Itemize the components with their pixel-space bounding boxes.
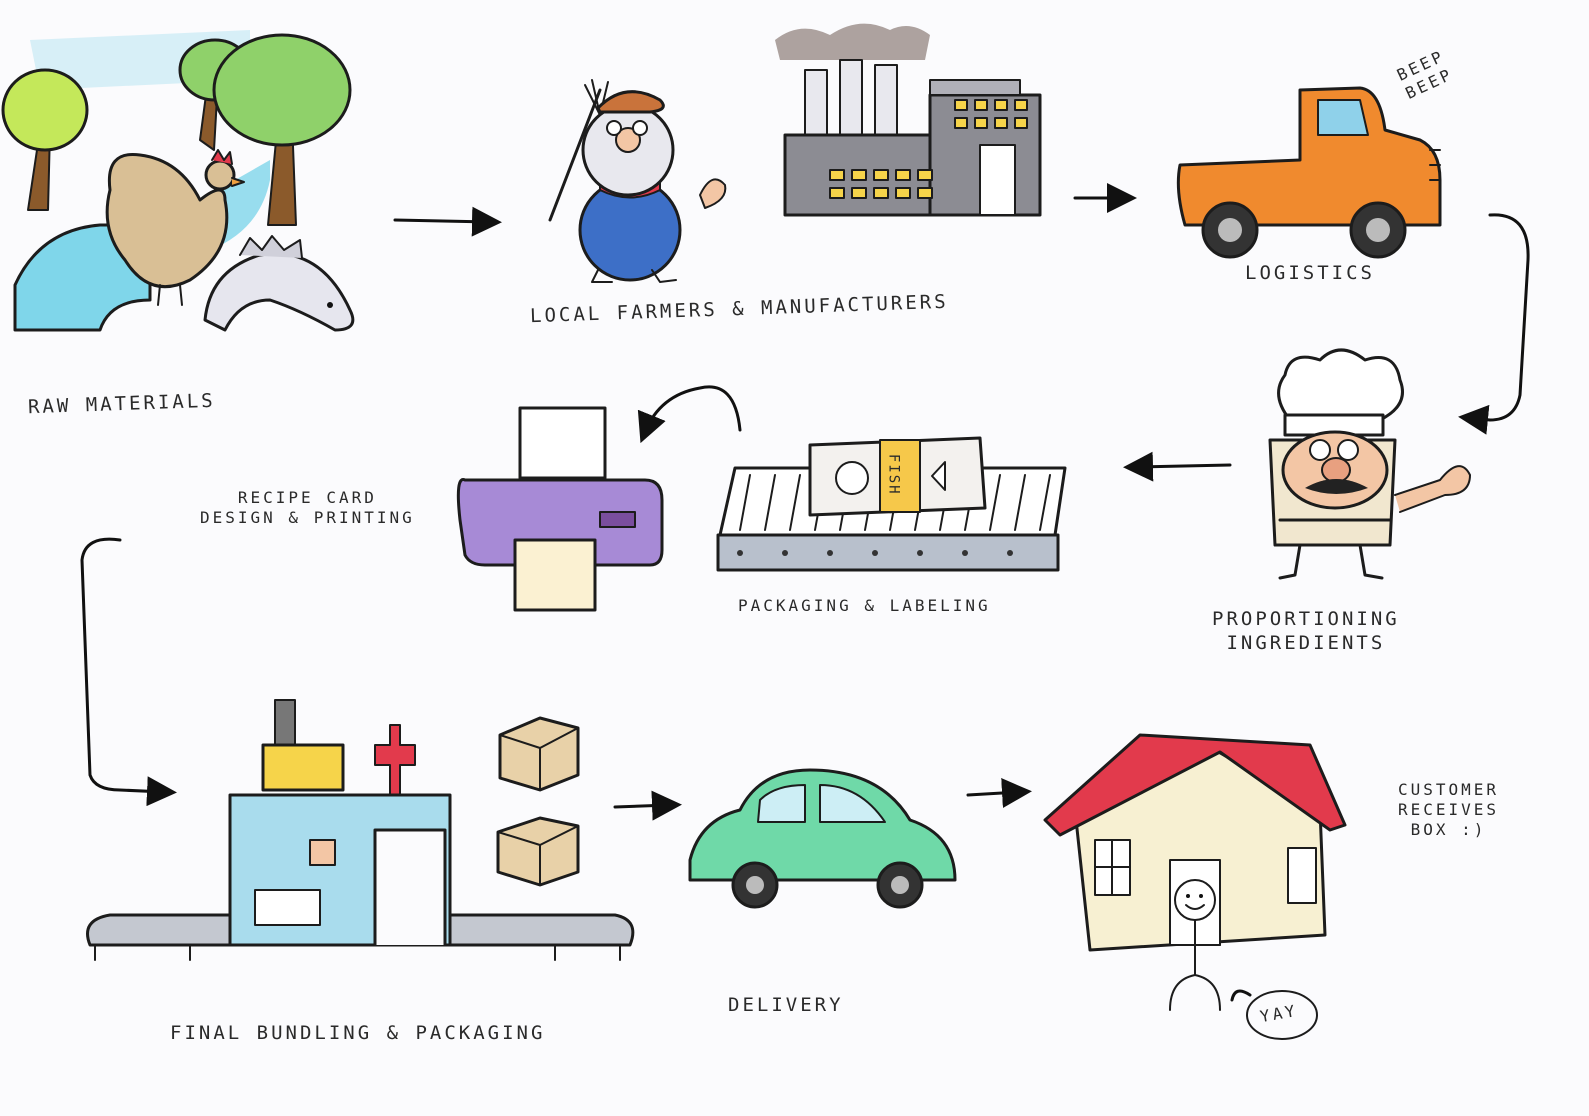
- arrow-printer-to-machine: [80, 537, 177, 807]
- tree-icon: [1, 68, 89, 211]
- label-customer: CUSTOMER RECEIVES BOX :): [1398, 780, 1500, 839]
- conveyor-icon: [716, 436, 1067, 572]
- box-icon: [496, 816, 580, 887]
- chicken-icon: [105, 149, 245, 306]
- tree-icon: [212, 33, 352, 226]
- arrow-machine-to-car: [613, 790, 682, 821]
- label-logistics: LOGISTICS: [1245, 262, 1375, 284]
- label-delivery: DELIVERY: [728, 994, 844, 1016]
- customer-stick-figure-icon: [1169, 879, 1221, 1011]
- fish-label-text: FISH: [885, 453, 902, 496]
- box-icon: [498, 716, 580, 792]
- label-final-bundling: FINAL BUNDLING & PACKAGING: [170, 1022, 546, 1044]
- fish-icon: [203, 235, 355, 332]
- bundling-machine-icon: [86, 699, 635, 961]
- farmer-icon: [548, 79, 727, 283]
- yay-speech-bubble: [1246, 990, 1318, 1040]
- arrow-yay: [1230, 989, 1252, 1002]
- label-recipe-card: RECIPE CARD DESIGN & PRINTING: [200, 488, 415, 527]
- factory-icon: [775, 23, 1042, 217]
- label-packaging-labeling: PACKAGING & LABELING: [738, 596, 991, 615]
- arrow-logistics-to-chef: [1458, 213, 1530, 435]
- chef-icon: [1268, 348, 1471, 580]
- house-icon: [1043, 733, 1347, 952]
- truck-icon: [1176, 86, 1442, 259]
- car-icon: [688, 768, 957, 909]
- arrow-raw-to-farmers: [393, 206, 502, 237]
- arrow-packaging-to-printer: [637, 385, 742, 444]
- label-proportioning: PROPORTIONING INGREDIENTS: [1212, 608, 1400, 654]
- flow-arrows: [80, 183, 1530, 1002]
- raw-materials-illustration: [1, 30, 355, 332]
- printer-icon: [456, 406, 664, 612]
- arrow-car-to-house: [966, 778, 1032, 809]
- arrow-chef-to-packaging: [1123, 451, 1232, 482]
